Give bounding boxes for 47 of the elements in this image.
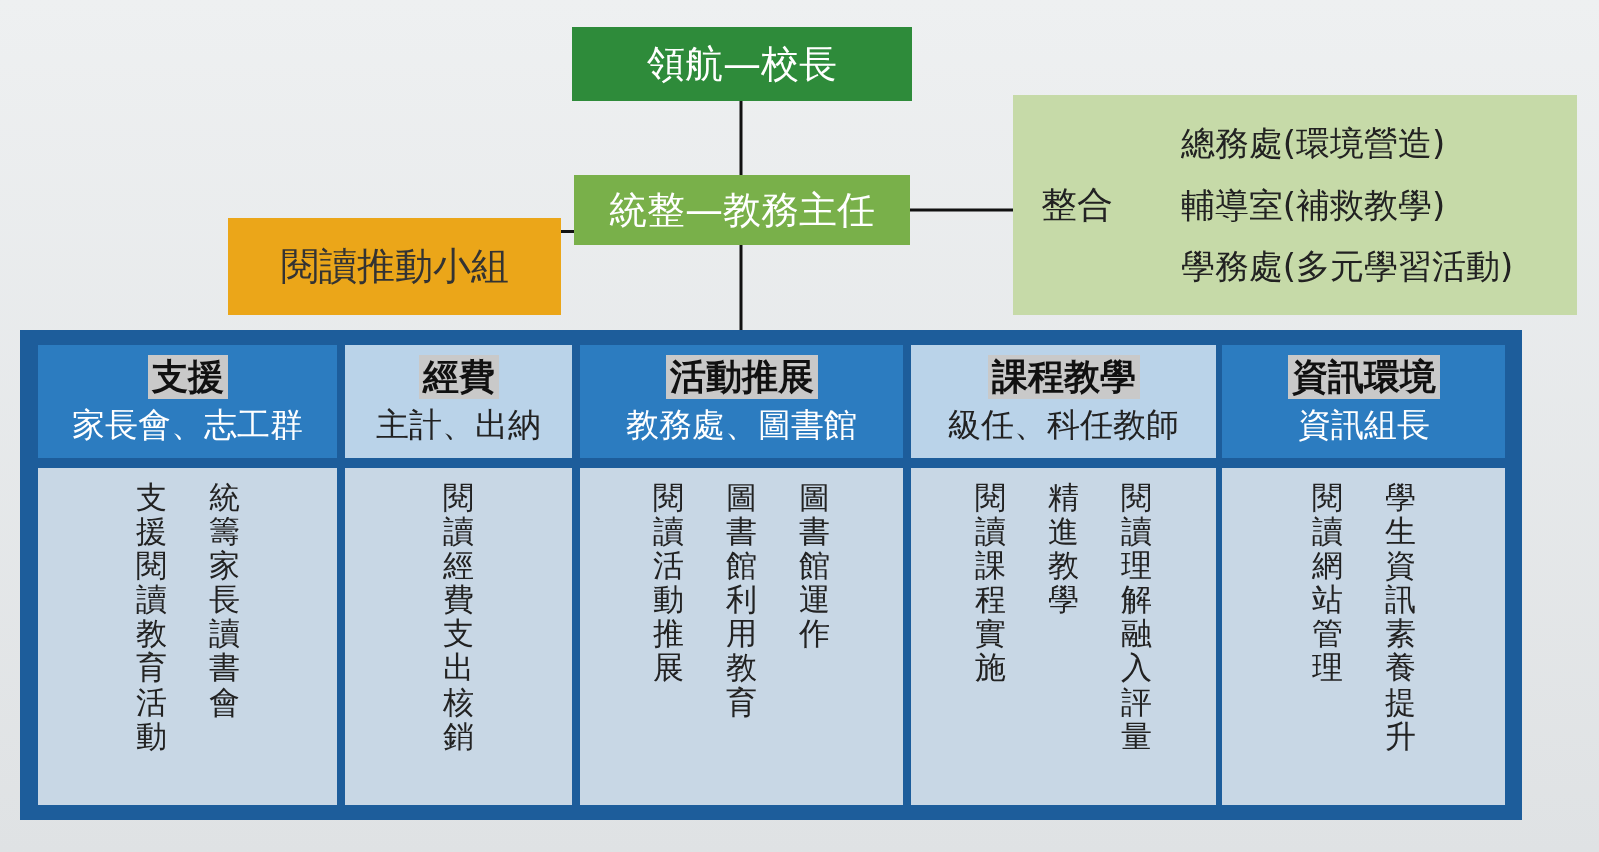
duty-text: 精進教學 [1048,480,1079,617]
header-subtitle: 主計、出納 [376,403,541,446]
header-subtitle: 資訊組長 [1297,403,1430,446]
header-title: 資訊環境 [1287,355,1440,399]
column-header [580,345,903,458]
duty-text: 圖書館利用教育 [726,480,757,719]
column-header [1222,345,1505,458]
duty-text: 閱讀課程實施 [975,480,1006,685]
connector-line [561,230,574,233]
connector-line [739,101,743,175]
duty-table-panel [20,330,1522,820]
duty-text: 閱讀經費支出核銷 [443,480,474,753]
header-title: 活動推展 [665,355,818,399]
column-header [345,345,572,458]
duty-text: 圖書館運作 [799,480,830,651]
header-title: 經費 [418,355,499,399]
column-body [38,468,337,805]
team-box [228,218,561,315]
header-title: 支援 [147,355,228,399]
header-title: 課程教學 [987,355,1140,399]
column-header [911,345,1216,458]
panel-heading: 整合 [1041,182,1114,227]
duty-text: 支援閱讀教育活動 [135,480,167,753]
office-text: 學務處(多元學習活動) [1180,245,1515,289]
office-panel [1013,95,1577,315]
box-label: 閱讀推動小組 [280,243,509,290]
box-label: 領航—校長 [647,40,837,88]
column-header [38,345,337,458]
duty-text: 學生資訊素養提升 [1384,480,1416,753]
office-text: 輔導室(補救教學) [1180,183,1447,227]
duty-text: 閱讀理解融入評量 [1121,480,1152,753]
coordinator-box [574,175,910,245]
header-subtitle: 教務處、圖書館 [626,403,857,446]
connector-line [910,208,1013,212]
header-subtitle: 家長會、志工群 [72,403,303,446]
connector-line [739,245,743,330]
box-label: 統整—教務主任 [609,186,875,234]
duty-text: 閱讀活動推展 [653,480,684,685]
duty-text: 閱讀網站管理 [1311,480,1343,685]
office-text: 總務處(環境營造) [1180,122,1447,166]
principal-box [572,27,912,101]
column-body [1222,468,1505,805]
column-body [911,468,1216,805]
header-subtitle: 級任、科任教師 [948,403,1179,446]
duty-text: 統籌家長讀書會 [208,480,240,719]
column-body [345,468,572,805]
column-body [580,468,903,805]
